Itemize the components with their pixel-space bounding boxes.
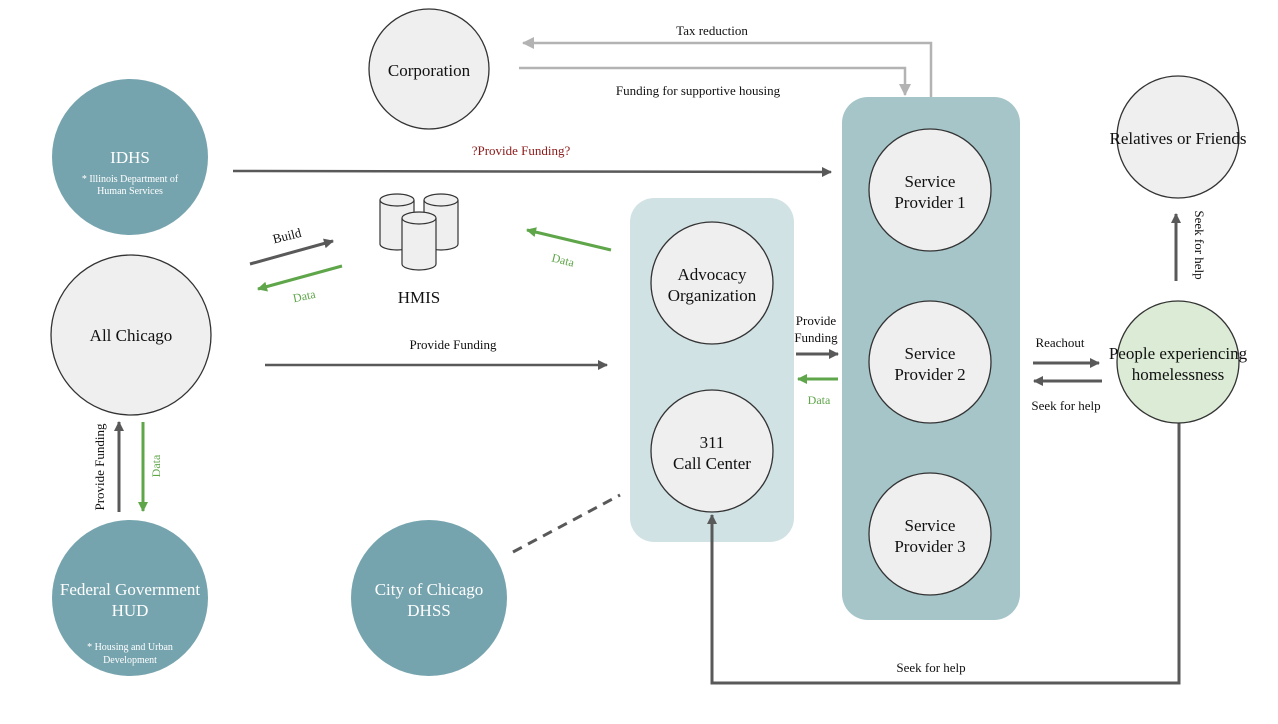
data-advocacy-hmis-arrow xyxy=(526,227,612,252)
corporation-label: Corporation xyxy=(388,61,471,80)
provide-funding-sp-label-line2: Funding xyxy=(794,330,838,345)
sp1-label-line1: Service xyxy=(905,172,956,191)
seek-help-bottom-arrow xyxy=(707,423,1181,685)
call-center-node xyxy=(650,389,774,513)
data-sp-advocacy-label: Data xyxy=(808,393,831,407)
database-icon xyxy=(379,193,459,271)
seek-help-sp-label: Seek for help xyxy=(1031,398,1100,413)
sp1-label-line2: Provider 1 xyxy=(894,193,965,212)
hmis-label: HMIS xyxy=(398,288,441,307)
federal-title-line1: Federal Government xyxy=(60,580,200,599)
build-arrow xyxy=(249,238,334,266)
idhs-node xyxy=(52,79,208,235)
call-center-label-line1: 311 xyxy=(700,433,725,452)
data-federal-label: Data xyxy=(149,454,163,477)
provide-funding-main-label: Provide Funding xyxy=(409,337,497,352)
reachout-label: Reachout xyxy=(1035,335,1084,350)
service-provider-2-node xyxy=(868,300,992,424)
all-chicago-label: All Chicago xyxy=(90,326,173,345)
federal-title-line2: HUD xyxy=(112,601,149,620)
service-provider-1-node xyxy=(868,128,992,252)
federal-government-node xyxy=(52,520,208,676)
advocacy-label-line2: Organization xyxy=(668,286,757,305)
service-provider-3-node xyxy=(868,472,992,596)
sp3-label-line1: Service xyxy=(905,516,956,535)
federal-note-line2: Development xyxy=(103,655,157,666)
idhs-title: IDHS xyxy=(110,148,150,167)
city-of-chicago-node xyxy=(351,520,507,676)
advocacy-label-line1: Advocacy xyxy=(678,265,747,284)
seek-help-bottom-label: Seek for help xyxy=(896,660,965,675)
federal-funding-label: Provide Funding xyxy=(92,423,107,511)
idhs-note-box: * Illinois Department of Human Services xyxy=(81,174,179,197)
relatives-label: Relatives or Friends xyxy=(1110,129,1247,148)
federal-note-line1: * Housing and Urban xyxy=(87,642,173,653)
data-hmis-allchicago-label: Data xyxy=(292,287,318,306)
seek-help-relatives-label: Seek for help xyxy=(1192,210,1207,279)
advocacy-organization-node xyxy=(650,221,774,345)
idhs-funding-arrow xyxy=(232,166,832,177)
idhs-note: * Illinois Department of Human Services xyxy=(81,174,179,197)
people-label-line2: homelessness xyxy=(1132,365,1225,384)
funding-supportive-arrow xyxy=(519,66,911,96)
sp3-label-line2: Provider 3 xyxy=(894,537,965,556)
people-experiencing-homelessness-node xyxy=(1116,300,1240,424)
data-hmis-allchicago-arrow xyxy=(257,264,343,292)
corporation-node xyxy=(368,8,490,130)
city-call-center-dashed-line xyxy=(512,493,621,554)
city-label-line2: DHSS xyxy=(407,601,450,620)
funding-supportive-label: Funding for supportive housing xyxy=(616,83,781,98)
sp2-label-line1: Service xyxy=(905,344,956,363)
city-label-line1: City of Chicago xyxy=(375,580,484,599)
data-advocacy-hmis-label: Data xyxy=(550,251,576,270)
people-label-line1: People experiencing xyxy=(1109,344,1248,363)
tax-reduction-label: Tax reduction xyxy=(676,23,748,38)
build-label: Build xyxy=(271,225,303,247)
sp2-label-line2: Provider 2 xyxy=(894,365,965,384)
tax-reduction-arrow xyxy=(522,37,933,97)
provide-funding-sp-label-line1: Provide xyxy=(796,313,837,328)
call-center-label-line2: Call Center xyxy=(673,454,751,473)
all-chicago-node xyxy=(50,254,212,416)
relatives-friends-node xyxy=(1116,75,1240,199)
idhs-funding-label: ?Provide Funding? xyxy=(472,143,571,158)
